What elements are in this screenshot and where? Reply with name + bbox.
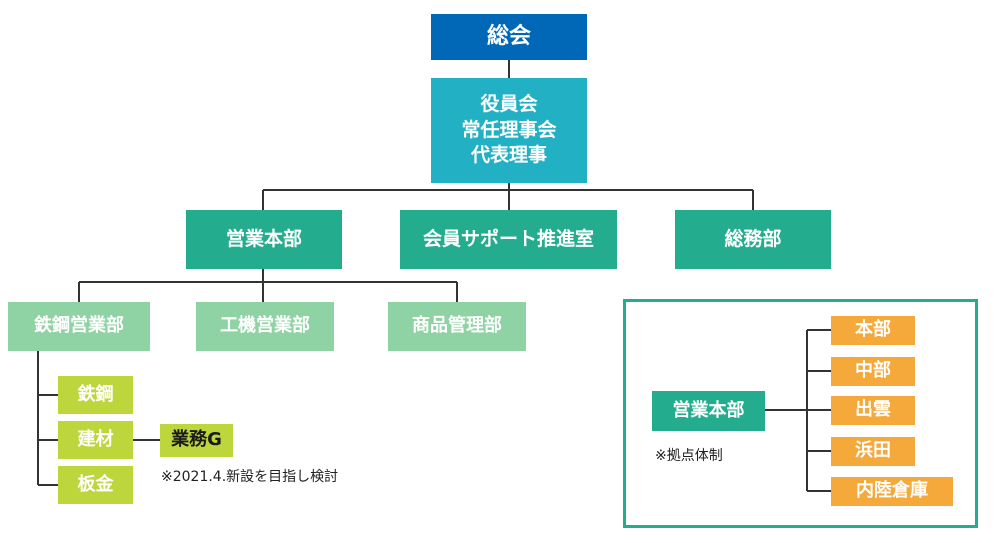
officers-line-2: 常任理事会: [461, 118, 557, 141]
section-sheet-metal-label: 板金: [77, 473, 114, 495]
section-building-materials-box: 建材: [58, 421, 133, 459]
div-steel-sales-box: 鉄鋼営業部: [8, 302, 150, 351]
div-product-management-box: 商品管理部: [388, 302, 526, 351]
branch-inland-warehouse-box: 内陸倉庫: [831, 477, 953, 506]
gyomu-group-label: 業務G: [171, 429, 222, 451]
sales-hq-detail-frame: [623, 299, 978, 528]
sales-hq-detail-box: 営業本部: [652, 391, 765, 431]
section-sheet-metal-box: 板金: [58, 466, 133, 504]
officers-line-3: 代表理事: [470, 144, 547, 167]
officers-box: 役員会 常任理事会 代表理事: [431, 78, 587, 183]
branch-chubu-label: 中部: [855, 360, 891, 382]
section-steel-box: 鉄鋼: [58, 376, 133, 414]
dept-sales-hq-label: 営業本部: [225, 227, 302, 250]
dept-general-affairs-box: 総務部: [675, 210, 831, 269]
dept-member-support-label: 会員サポート推進室: [422, 227, 594, 250]
sales-hq-detail-label: 営業本部: [672, 399, 745, 421]
branch-hamada-label: 浜田: [855, 440, 891, 462]
div-product-management-label: 商品管理部: [412, 315, 502, 337]
sales-hq-detail-note: ※拠点体制: [655, 448, 723, 464]
dept-sales-hq-box: 営業本部: [186, 210, 342, 269]
general-meeting-label: 総会: [486, 24, 531, 50]
branch-izumo-label: 出雲: [855, 399, 891, 421]
gyomu-note: ※2021.4.新設を目指し検討: [161, 469, 339, 485]
branch-hamada-box: 浜田: [831, 437, 915, 466]
section-steel-label: 鉄鋼: [77, 383, 114, 405]
officers-line-1: 役員会: [480, 93, 538, 116]
general-meeting-box: 総会: [431, 14, 587, 60]
div-steel-sales-label: 鉄鋼営業部: [34, 315, 124, 337]
dept-member-support-box: 会員サポート推進室: [400, 210, 617, 269]
branch-izumo-box: 出雲: [831, 396, 915, 425]
gyomu-group-box: 業務G: [160, 424, 233, 457]
branch-honbu-box: 本部: [831, 316, 915, 345]
section-building-materials-label: 建材: [77, 428, 114, 450]
branch-honbu-label: 本部: [855, 319, 891, 341]
div-machinery-sales-label: 工機営業部: [220, 315, 310, 337]
branch-chubu-box: 中部: [831, 357, 915, 386]
div-machinery-sales-box: 工機営業部: [196, 302, 334, 351]
branch-inland-warehouse-label: 内陸倉庫: [856, 480, 928, 502]
dept-general-affairs-label: 総務部: [724, 227, 782, 250]
